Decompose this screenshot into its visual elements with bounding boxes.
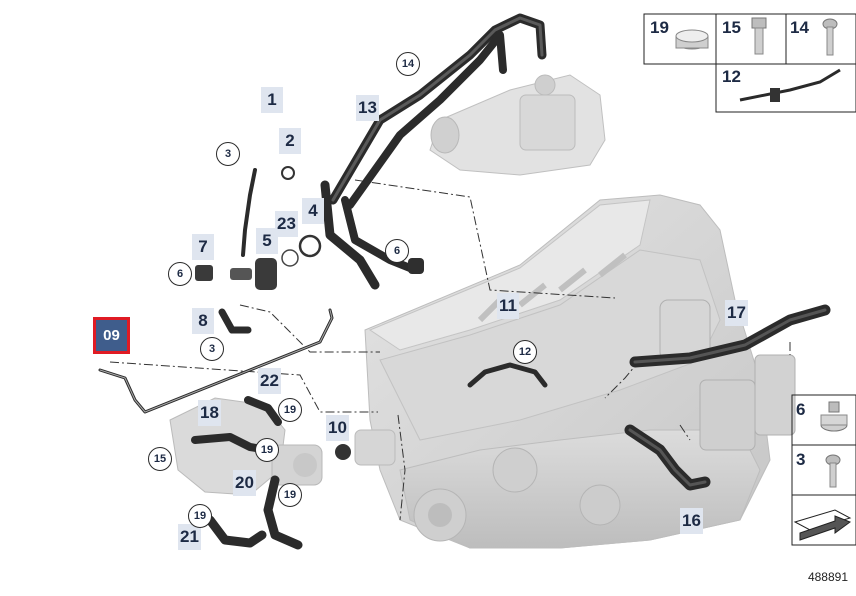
legend-number-14: 14 [790,18,809,37]
legend-number-3: 3 [796,450,806,469]
label-part-23[interactable]: 23 [275,211,298,237]
label-part-21[interactable]: 21 [178,524,201,550]
circle-label-19-d[interactable]: 19 [188,504,212,528]
circle-label-19-a[interactable]: 19 [278,398,302,422]
leader-lines [109,179,791,521]
legend-grid [643,13,856,546]
coolant-hoses [98,13,831,550]
label-part-2[interactable]: 2 [279,128,301,154]
fittings [195,166,424,460]
label-part-16[interactable]: 16 [680,508,703,534]
legend-number-19: 19 [650,18,669,37]
circle-label-6-right[interactable]: 6 [385,239,409,263]
cable-tie-icon [739,68,841,102]
legend-number-15: 15 [722,18,741,37]
hex-bolt-icon [751,17,767,55]
label-part-7[interactable]: 7 [192,234,214,260]
engine-block [364,194,796,549]
label-part-5[interactable]: 5 [256,228,278,254]
page-arrow-icon [793,509,852,541]
label-part-11[interactable]: 11 [497,293,519,319]
circle-label-15[interactable]: 15 [148,447,172,471]
circle-label-12[interactable]: 12 [513,340,537,364]
circle-label-3-top[interactable]: 3 [216,142,240,166]
label-part-20[interactable]: 20 [233,470,256,496]
label-part-10[interactable]: 10 [326,415,349,441]
label-part-8[interactable]: 8 [192,308,214,334]
legend-number-6: 6 [796,400,806,419]
label-part-22[interactable]: 22 [258,368,281,394]
circle-label-3-mid[interactable]: 3 [200,337,224,361]
circle-label-19-c[interactable]: 19 [278,483,302,507]
highlighted-part-label: 09 [103,327,120,344]
label-part-4[interactable]: 4 [302,198,324,224]
circle-label-6-left[interactable]: 6 [168,262,192,286]
socket-bolt-icon [822,18,838,56]
circle-label-14[interactable]: 14 [396,52,420,76]
screw-icon [825,454,841,488]
label-part-18[interactable]: 18 [198,400,221,426]
legend-number-12: 12 [722,67,741,86]
label-part-17[interactable]: 17 [725,300,748,326]
circle-label-19-b[interactable]: 19 [255,438,279,462]
highlighted-part-09[interactable]: 09 [93,317,130,354]
diagram-reference-number: 488891 [807,570,848,584]
upper-module [429,74,606,176]
label-part-13[interactable]: 13 [356,95,379,121]
clamp-icon [675,29,709,50]
label-part-1[interactable]: 1 [261,87,283,113]
hose-clamp-icon [820,401,848,432]
